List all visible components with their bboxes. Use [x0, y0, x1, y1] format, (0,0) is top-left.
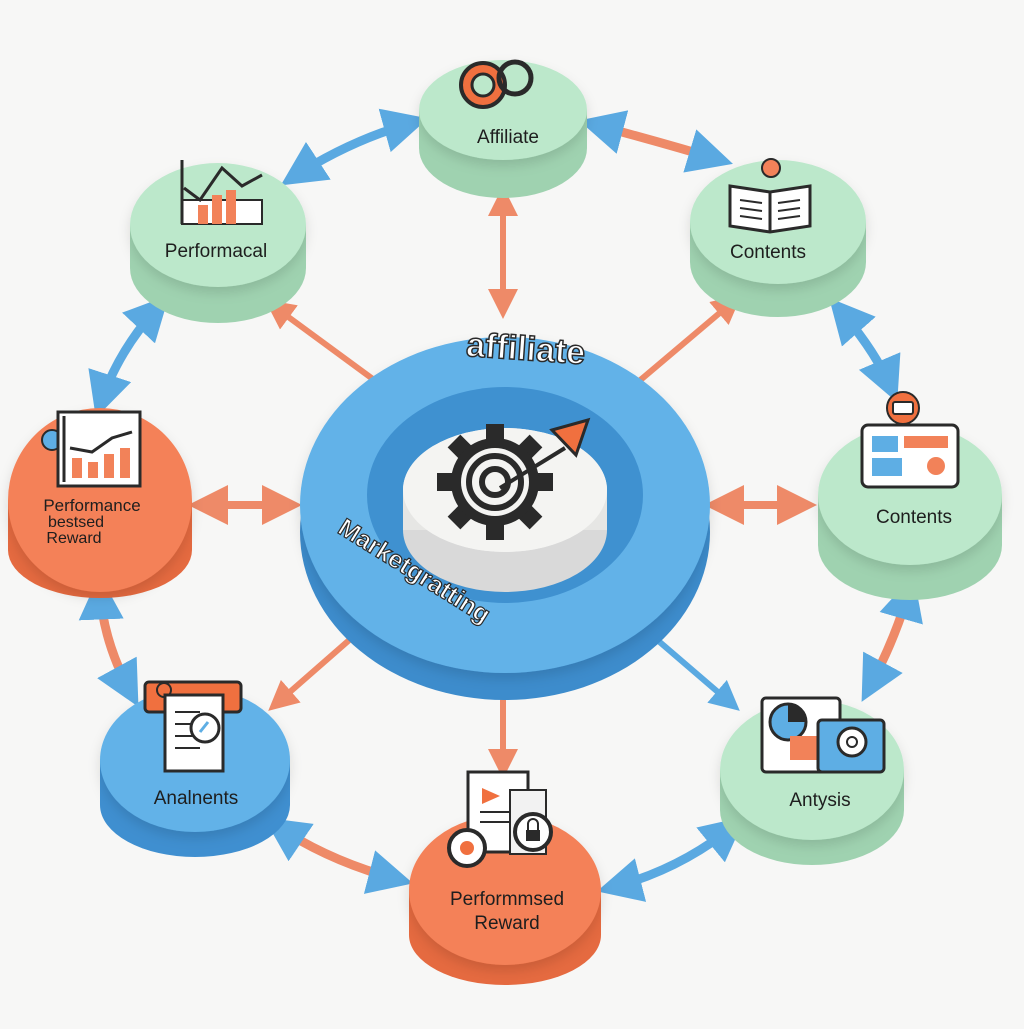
arrow-analysis-reward [596, 816, 746, 902]
node-affiliate[interactable]: Affiliate [419, 59, 587, 198]
dart-icon [498, 417, 591, 490]
ring-link-icon [459, 59, 534, 109]
node-performacal[interactable]: Performacal [130, 160, 306, 323]
open-book-icon [728, 158, 812, 234]
clipboard-report-icon [143, 680, 243, 773]
node-performance-reward-line2: bestsed [48, 514, 104, 531]
node-performed-reward[interactable]: Performmsed Reward [409, 770, 601, 985]
node-analments-label: Analnents [154, 788, 239, 809]
node-contents-top-label: Contents [730, 242, 806, 263]
node-analments[interactable]: Analnents [100, 680, 290, 857]
node-performance-reward-line1: Performance [43, 496, 140, 515]
node-contents-top[interactable]: Contents [690, 158, 866, 317]
node-analysis[interactable]: Antysis [720, 696, 904, 865]
arrow-contents-analysis [861, 575, 923, 702]
node-performed-reward-line2: Reward [474, 913, 539, 934]
arrow-performance-performacal [88, 295, 170, 418]
node-analysis-label: Antysis [789, 790, 850, 811]
node-contents-right[interactable]: Contents [818, 391, 1002, 600]
central-hub: affiliate Marketgratting [300, 325, 710, 700]
line-chart-icon [180, 160, 263, 225]
spoke-analysis [646, 629, 740, 711]
arrow-contents-contents [829, 297, 901, 403]
node-contents-right-label: Contents [876, 507, 952, 528]
arrow-reward-analments [263, 817, 414, 894]
arrow-analments-performance [78, 574, 139, 707]
arrow-affiliate-contents [578, 110, 733, 173]
node-affiliate-label: Affiliate [477, 127, 539, 148]
node-performacal-label: Performacal [165, 241, 267, 262]
hub-top-label: affiliate [465, 326, 586, 372]
node-performed-reward-line1: Performmsed [450, 889, 564, 910]
gear-target-icon [437, 424, 553, 540]
pie-chart-report-icon [760, 696, 886, 774]
node-performance-reward[interactable]: Performance bestsed Reward [8, 408, 192, 598]
dashboard-card-icon [860, 391, 960, 489]
arrow-performacal-affiliate [280, 108, 429, 186]
node-performance-reward-line3: Reward [46, 530, 101, 547]
bar-chart-icon [41, 410, 142, 488]
document-lock-icon [447, 770, 553, 868]
